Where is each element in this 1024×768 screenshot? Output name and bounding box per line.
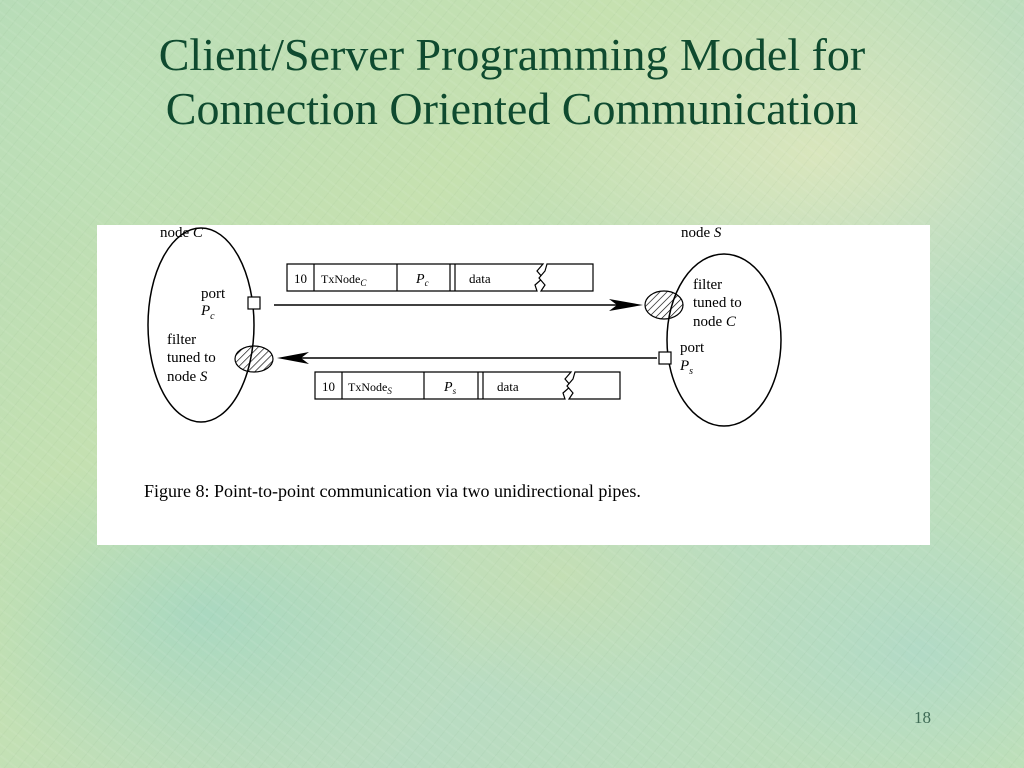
server-filter-line1: filter (693, 277, 722, 293)
title-line-2: Connection Oriented Communication (165, 83, 859, 134)
packet-bottom-field4: data (497, 379, 519, 394)
figure-panel: node C node S port Pc filter tuned to no… (97, 225, 930, 545)
arrow-server-to-client-head (277, 352, 309, 364)
server-filter-line3: node C (693, 314, 737, 330)
arrow-client-to-server-head (609, 299, 643, 311)
pipe-diagram: node C node S port Pc filter tuned to no… (144, 225, 782, 501)
client-port-var: Pc (200, 303, 215, 322)
client-filter-line3: node S (167, 369, 208, 385)
packet-bottom-field1: 10 (322, 379, 335, 394)
packet-top: 10 TxNodeC Pc data (286, 263, 594, 292)
packet-top-field2: TxNodeC (321, 272, 367, 288)
client-port-box (247, 296, 261, 310)
packet-bottom: 10 TxNodeS Ps data (314, 371, 621, 400)
client-port-label: port (201, 286, 226, 302)
server-port-var: Ps (679, 358, 693, 377)
server-filter (644, 290, 684, 320)
client-filter (234, 345, 274, 373)
server-filter-line2: tuned to (693, 295, 742, 311)
packet-bottom-field3: Ps (443, 380, 457, 396)
packet-bottom-field2: TxNodeS (348, 380, 392, 396)
packet-top-field1: 10 (294, 271, 307, 286)
server-port-box (658, 351, 672, 365)
node-c-label: node C (160, 225, 204, 241)
server-port-label: port (680, 340, 705, 356)
client-filter-line2: tuned to (167, 350, 216, 366)
packet-top-field3: Pc (415, 272, 429, 288)
slide-title: Client/Server Programming Model for Conn… (0, 28, 1024, 136)
packet-top-field4: data (469, 271, 491, 286)
node-s-ellipse (666, 253, 782, 427)
node-s-label: node S (681, 225, 722, 241)
figure-caption: Figure 8: Point-to-point communication v… (144, 481, 641, 501)
node-c-ellipse (147, 227, 255, 423)
title-line-1: Client/Server Programming Model for (158, 29, 866, 80)
page-number: 18 (914, 708, 931, 727)
client-filter-line1: filter (167, 332, 196, 348)
